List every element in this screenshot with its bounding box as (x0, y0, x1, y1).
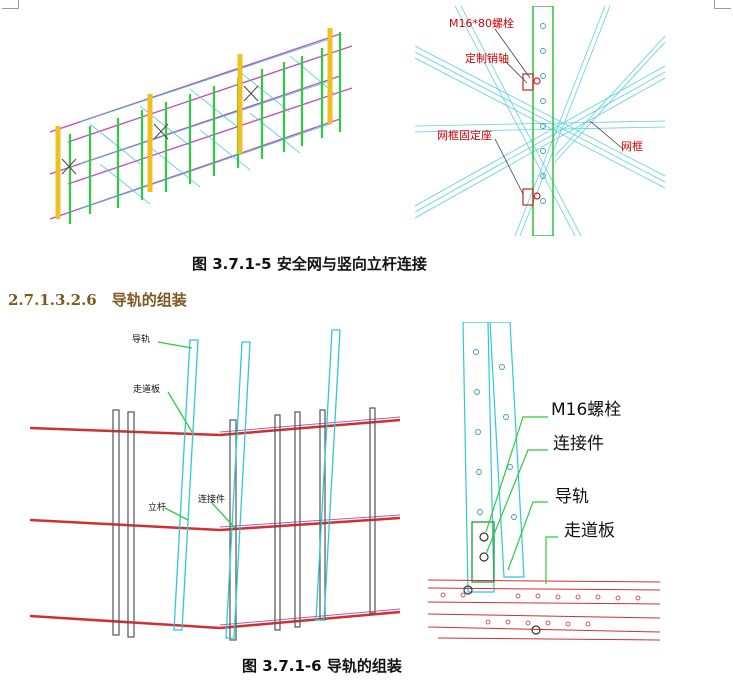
label-connector: 连接件 (198, 495, 226, 505)
label-net-frame: 网框 (621, 140, 643, 153)
label-net-frame-seat: 网框固定座 (437, 129, 492, 142)
detail-label-m16-bolt: M16螺栓 (551, 400, 622, 420)
page-corner-mark-left (2, 0, 19, 9)
rail-detail-svg (428, 322, 660, 641)
net-frame-detail-svg (415, 6, 665, 236)
figure2-caption: 图 3.7.1-6 导轨的组装 (242, 657, 402, 675)
scaffold-isometric-svg (49, 28, 353, 224)
section-heading: 2.7.1.3.2.6 导轨的组装 (8, 291, 187, 309)
label-rail: 导轨 (132, 335, 151, 345)
detail-label-connector: 连接件 (553, 434, 604, 454)
figure1-caption: 图 3.7.1-5 安全网与竖向立杆连接 (192, 255, 427, 273)
figure1-detail-drawing: M16*80螺栓 定制销轴 网框固定座 网框 (415, 6, 665, 236)
figure1-scaffold-drawing (40, 14, 370, 234)
label-m16x80-bolt: M16*80螺栓 (449, 17, 514, 30)
page-corner-mark-right (714, 0, 731, 9)
figure2-detail-drawing: M16螺栓 连接件 导轨 走道板 (428, 322, 660, 642)
detail-label-rail: 导轨 (555, 487, 589, 507)
label-custom-pin: 定制销轴 (465, 52, 509, 65)
label-upright: 立杆 (148, 503, 167, 513)
label-walkboard: 走道板 (133, 385, 161, 395)
figure2-rail-assembly-drawing: 导轨 走道板 立杆 连接件 (20, 320, 410, 642)
rail-assembly-svg (29, 329, 401, 641)
detail-label-walkboard: 走道板 (564, 521, 615, 541)
